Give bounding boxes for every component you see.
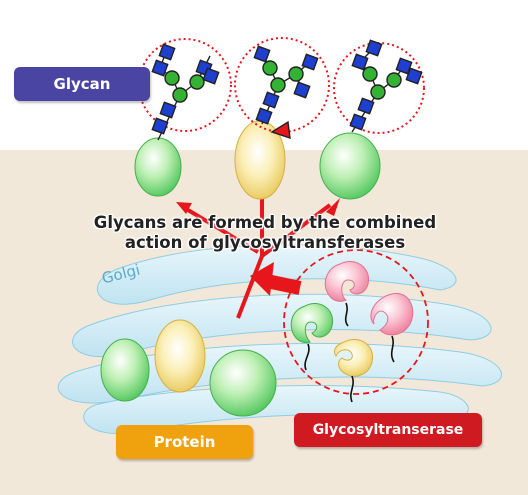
- mannose-circle-icon: [370, 84, 386, 100]
- glycosyltransferase-label: Glycosyltranserase: [294, 413, 482, 447]
- mannose-circle-icon: [270, 77, 286, 93]
- glcnac-square-icon: [202, 67, 220, 85]
- glycan-structures: [151, 39, 423, 141]
- enzyme-anchors: [304, 302, 395, 403]
- caption-line-2: action of glycosyltransferases: [124, 233, 406, 252]
- protein-blob-icon: [100, 338, 150, 402]
- glcnac-square-icon: [351, 53, 369, 71]
- glycoproteins: [134, 120, 381, 200]
- glcnac-square-icon: [151, 59, 169, 77]
- glcnac-square-icon: [158, 43, 176, 61]
- glcnac-square-icon: [151, 117, 169, 135]
- enzyme-blob-icon: [370, 292, 414, 336]
- caption-line-1: Glycans are formed by the combined: [93, 213, 437, 232]
- mannose-circle-icon: [172, 87, 188, 103]
- glycan-tree-3: [349, 39, 423, 133]
- glcnac-square-icon: [159, 101, 177, 119]
- glycan-tree-1: [151, 43, 220, 141]
- golgi-proteins: [100, 319, 277, 417]
- glcnac-square-icon: [349, 113, 367, 131]
- mannose-circle-icon: [164, 70, 180, 86]
- mannose-circle-icon: [288, 66, 304, 82]
- mannose-circle-icon: [189, 74, 205, 90]
- mannose-circle-icon: [362, 66, 378, 82]
- mannose-circle-icon: [262, 60, 278, 76]
- enzyme-group-outline: [283, 249, 429, 395]
- glcnac-square-icon: [262, 91, 280, 109]
- protein-blob-icon: [134, 137, 182, 197]
- glycosyltransferase-enzymes: [290, 261, 414, 377]
- glycan-label: Glycan: [14, 67, 150, 101]
- protein-label: Protein: [116, 425, 253, 459]
- glcnac-square-icon: [357, 97, 375, 115]
- enzyme-blob-icon: [324, 261, 370, 302]
- enzyme-blob-icon: [333, 339, 374, 377]
- fucose-triangle-icon: [270, 120, 291, 140]
- glcnac-square-icon: [365, 39, 383, 57]
- glcnac-square-icon: [395, 57, 413, 75]
- mannose-circle-icon: [386, 72, 402, 88]
- enzyme-blob-icon: [290, 303, 334, 344]
- protein-blob-icon: [154, 319, 206, 393]
- glcnac-square-icon: [293, 81, 311, 99]
- glcnac-square-icon: [301, 53, 319, 71]
- protein-blob-icon: [209, 349, 277, 417]
- protein-blob-icon: [319, 132, 381, 200]
- glycan-tree-2: [253, 45, 319, 140]
- glcnac-square-icon: [405, 67, 423, 85]
- glcnac-square-icon: [253, 45, 271, 63]
- glcnac-square-icon: [255, 107, 273, 125]
